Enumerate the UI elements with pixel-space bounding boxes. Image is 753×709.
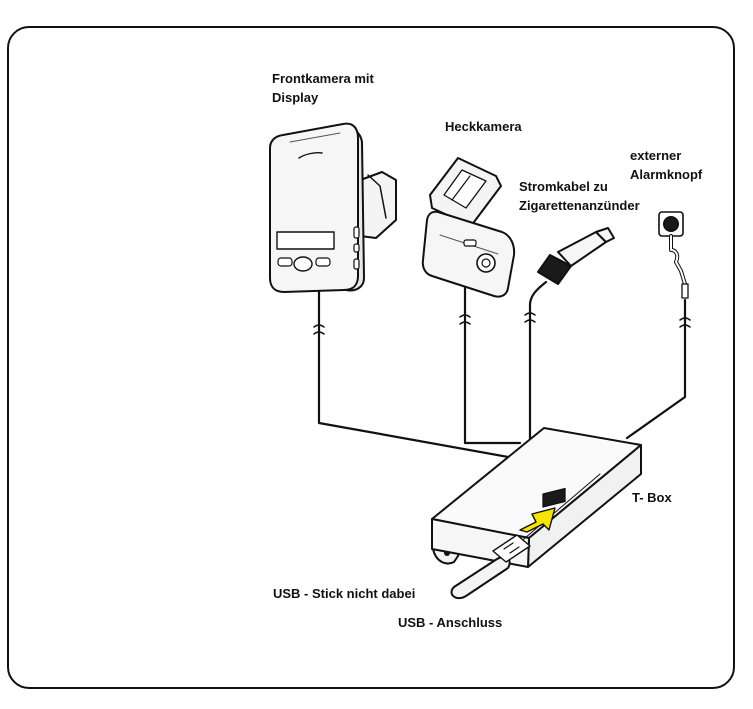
insert-arrow xyxy=(519,507,556,533)
alarm-button-label: externer Alarmknopf xyxy=(630,146,702,184)
power-cable-label: Stromkabel zu Zigarettenanzünder xyxy=(519,177,640,215)
rear-camera xyxy=(421,157,516,298)
front-camera xyxy=(269,122,397,293)
front-camera-label: Frontkamera mit Display xyxy=(272,69,374,107)
alarm-button xyxy=(658,211,689,299)
front-camera-label-line1: Frontkamera mit xyxy=(272,71,374,86)
t-box-label: T- Box xyxy=(632,490,672,505)
alarm-button-cable xyxy=(625,298,691,440)
alarm-button-label-line2: Alarmknopf xyxy=(630,167,703,182)
diagram-frame xyxy=(7,26,735,689)
usb-stick-label: USB - Stick nicht dabei xyxy=(273,586,416,601)
front-camera-label-line2: Display xyxy=(272,90,319,105)
alarm-button-label-line1: externer xyxy=(630,148,682,163)
rear-camera-label: Heckkamera xyxy=(445,119,522,134)
usb-stick xyxy=(450,534,531,600)
power-cable-label-line1: Stromkabel zu xyxy=(519,179,608,194)
front-camera-cable xyxy=(313,290,544,465)
cigarette-lighter-plug xyxy=(537,227,615,285)
rear-camera-cable xyxy=(459,283,522,445)
usb-port-label: USB - Anschluss xyxy=(398,615,503,630)
power-cable xyxy=(524,280,548,444)
power-cable-label-line2: Zigarettenanzünder xyxy=(519,198,640,213)
